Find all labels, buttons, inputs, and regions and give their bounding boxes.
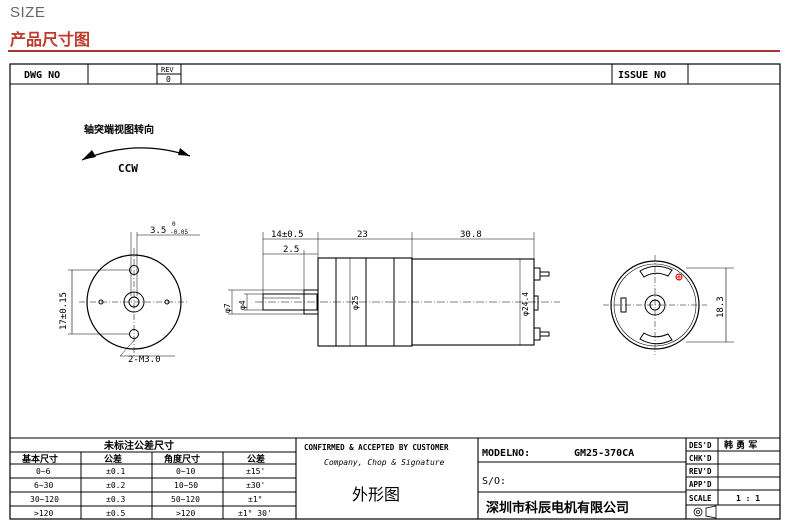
table-cell: 30~120 (30, 495, 59, 504)
dim-shaft-flat: 3.5 (150, 226, 166, 236)
dim-gearbox-length: 23 (357, 230, 368, 240)
model-label: MODELNO: (482, 448, 530, 459)
dim-motor-length: 30.8 (460, 230, 482, 240)
dim-flat-span: 18.3 (716, 296, 726, 318)
tolerance-table (10, 437, 780, 519)
table-cell: 50~120 (171, 495, 200, 504)
dim-motor-dia: φ24.4 (521, 292, 530, 316)
dim-collar-dia: φ7 (223, 303, 232, 313)
dim-collar-length: 2.5 (283, 245, 299, 255)
rear-view (603, 255, 734, 355)
so-label: S/O: (482, 476, 506, 487)
dim-hole-pitch: 17±0.15 (59, 292, 69, 330)
table-cell: ±1° 30' (238, 509, 272, 518)
projection-symbol-icon (693, 505, 717, 519)
side-view (228, 232, 560, 347)
table-cell: 6~30 (34, 481, 53, 490)
dwg-no-label: DWG NO (24, 70, 60, 81)
table-cell: 10~50 (174, 481, 198, 490)
table-cell: ±15' (246, 467, 265, 476)
confirm-sub: Company, Chop & Signature (324, 458, 445, 467)
rotation-arc (81, 147, 191, 161)
confirm-label: CONFIRMED & ACCEPTED BY CUSTOMER (304, 443, 449, 452)
rev-value: 0 (166, 75, 171, 84)
rev-label: REV (161, 66, 174, 74)
drawing-name: 外形图 (352, 485, 400, 504)
dim-gearbox-dia: φ25 (351, 295, 360, 310)
table-cell: 0~6 (36, 467, 51, 476)
rotation-arrow-icon (82, 150, 96, 160)
dim-shaft-flat-tol-top: 0 (172, 221, 176, 228)
scale-label: SCALE (689, 494, 712, 503)
rotation-direction: CCW (118, 162, 138, 175)
chk-label: CHK'D (689, 454, 712, 463)
tolerance-header-0: 基本尺寸 (21, 453, 58, 465)
header-divider (8, 50, 780, 52)
des-label: DES'D (689, 441, 712, 450)
table-cell: >120 (34, 509, 53, 518)
table-cell: 0~10 (176, 467, 195, 476)
tolerance-header-2: 角度尺寸 (164, 453, 200, 465)
model-value: GM25-370CA (574, 448, 634, 459)
front-view (68, 232, 200, 357)
dim-shaft-flat-tol-bot: -0.05 (170, 229, 188, 236)
company-name: 深圳市科辰电机有限公司 (486, 500, 629, 516)
end-view-note: 轴突端视图转向 (84, 123, 154, 136)
tolerance-header-3: 公差 (247, 453, 265, 465)
table-cell: ±1° (248, 495, 262, 504)
size-heading: SIZE (10, 4, 46, 21)
tolerance-rows: 0~6 ±0.1 0~10 ±15' 6~30 ±0.2 10~50 ±30' … (30, 467, 272, 518)
drawing-frame (9, 63, 781, 520)
dim-shaft-length: 14±0.5 (271, 230, 304, 240)
tolerance-header-1: 公差 (104, 453, 122, 465)
table-cell: ±0.5 (106, 509, 125, 518)
designer-name: 韩 勇 军 (724, 439, 757, 451)
table-cell: ±0.2 (106, 481, 125, 490)
table-cell: ±0.3 (106, 495, 125, 504)
app-label: APP'D (689, 480, 712, 489)
dim-screw: 2-M3.0 (128, 355, 161, 365)
table-cell: ±0.1 (106, 467, 125, 476)
issue-no-label: ISSUE NO (618, 70, 666, 81)
dim-shaft-dia: φ4 (238, 300, 247, 310)
tolerance-table-title: 未标注公差尺寸 (103, 439, 174, 452)
table-cell: ±30' (246, 481, 265, 490)
table-cell: >120 (176, 509, 195, 518)
rev-d-label: REV'D (689, 467, 712, 476)
scale-value: 1 : 1 (736, 494, 760, 503)
product-size-title: 产品尺寸图 (10, 30, 91, 49)
